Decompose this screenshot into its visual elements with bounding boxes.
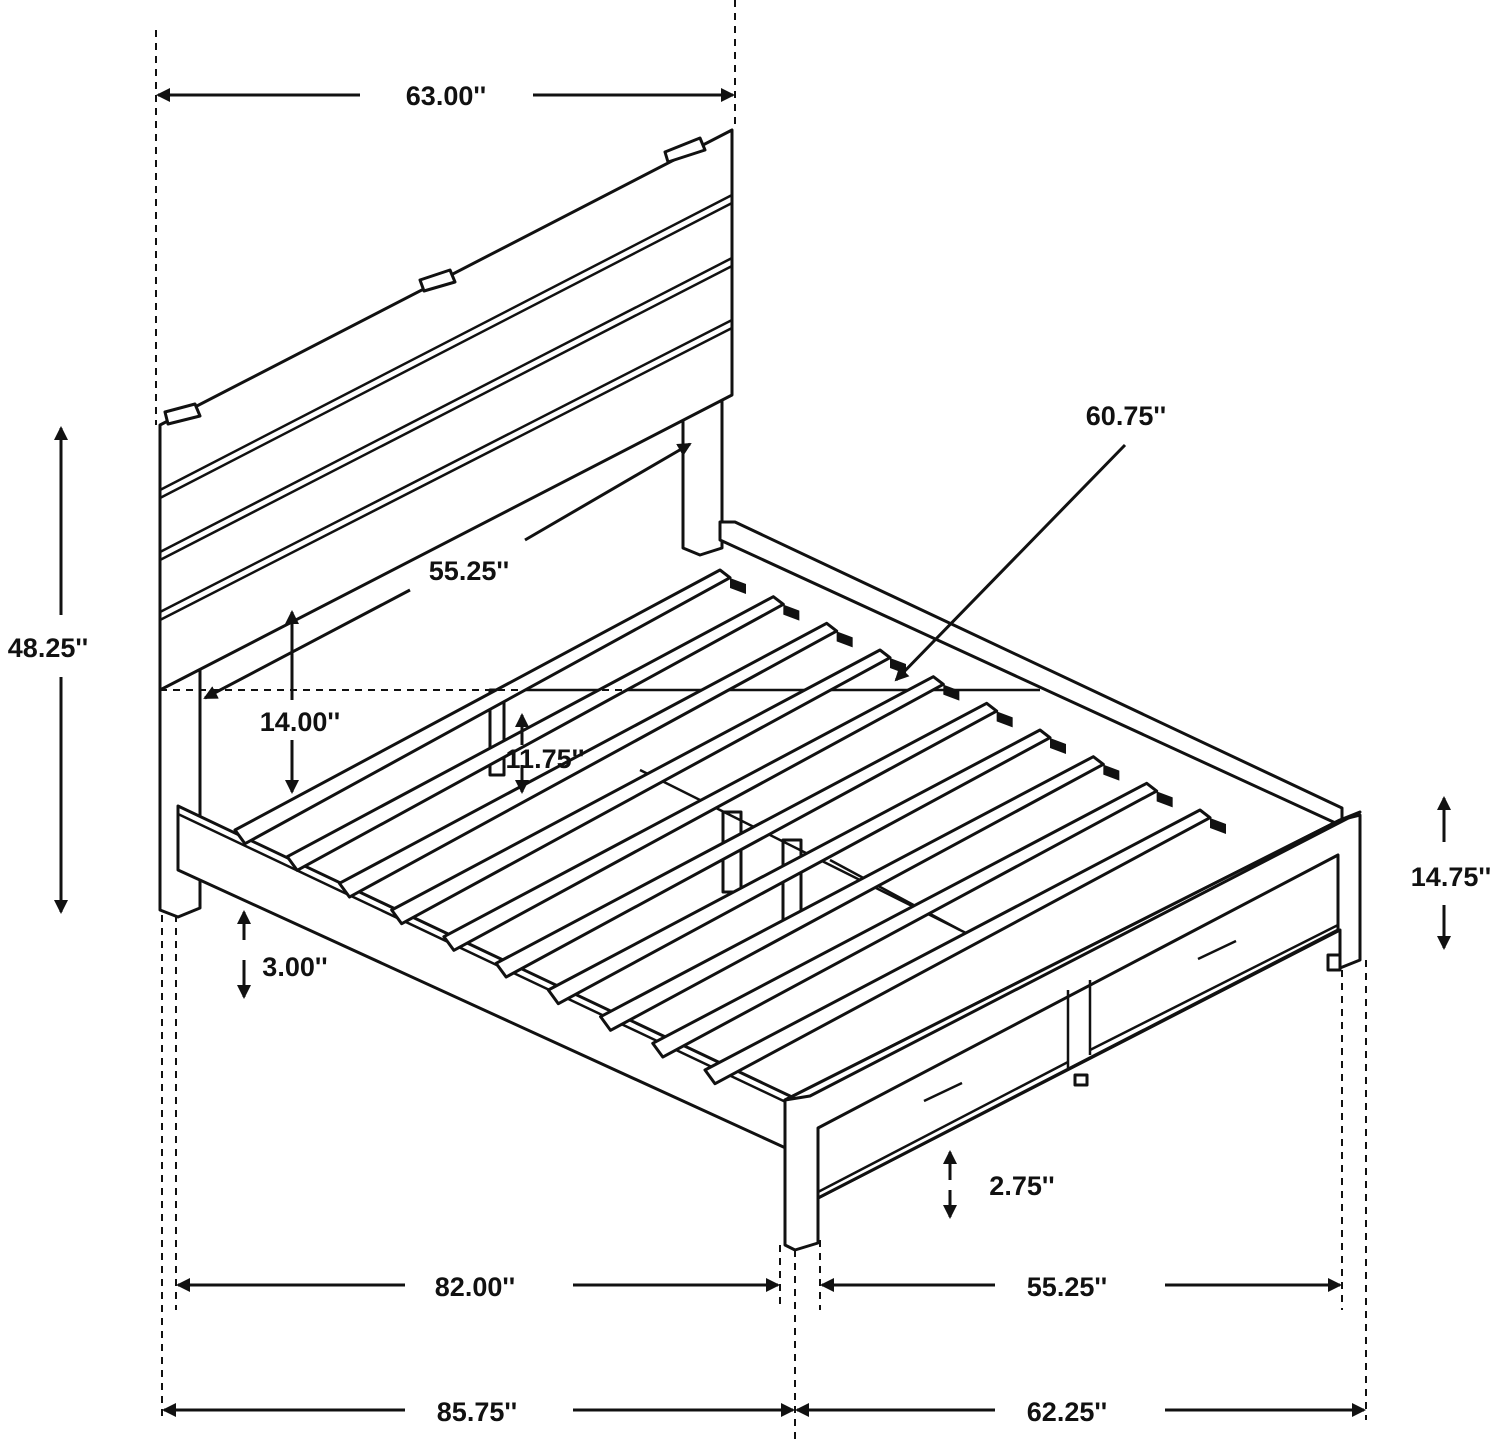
inner-width-arrow-lower — [203, 588, 411, 700]
overall-height-label: 48.25'' — [8, 633, 88, 663]
far-side-rail — [718, 520, 1344, 828]
slat-bracket — [1210, 818, 1226, 834]
overall-length-label: 85.75'' — [437, 1397, 517, 1427]
slat-bracket — [943, 684, 960, 701]
footboard — [783, 810, 1362, 1252]
inner-width-arrow-upper — [524, 442, 692, 542]
slat-bracket — [1050, 738, 1066, 754]
diagonal-inner-label: 60.75'' — [1086, 401, 1166, 431]
slat — [599, 755, 1105, 1032]
rail-to-slat-height-label: 11.75'' — [506, 744, 585, 774]
dimension-lines — [54, 88, 1451, 1417]
inner-length-label: 82.00'' — [435, 1272, 515, 1302]
slat-bracket — [836, 631, 853, 648]
slat — [285, 595, 785, 872]
slat — [546, 728, 1052, 1006]
slat — [442, 675, 945, 952]
slat-bracket — [783, 604, 800, 621]
footboard-height-label: 14.75'' — [1411, 862, 1491, 892]
overall-width-label: 62.25'' — [1027, 1397, 1107, 1427]
ground-clearance-label: 3.00'' — [262, 952, 327, 982]
dimension-labels: 63.00'' 48.25'' 55.25'' 60.75'' 14.00'' … — [8, 81, 1491, 1427]
slats — [233, 568, 1226, 1086]
bed-drawing — [158, 128, 1362, 1252]
slat — [703, 808, 1212, 1086]
headboard-inner-width-label: 55.25'' — [429, 556, 509, 586]
slat — [233, 568, 732, 846]
footboard-inner-width-label: 55.25'' — [1027, 1272, 1107, 1302]
slat — [390, 648, 892, 926]
headboard-width-label: 63.00'' — [406, 81, 486, 111]
headboard-clearance-label: 14.00'' — [260, 707, 340, 737]
diagonal-leader — [894, 443, 1127, 682]
headboard-panel — [158, 128, 734, 692]
slat — [651, 781, 1159, 1059]
slat — [337, 621, 839, 899]
slat-bracket — [1156, 791, 1173, 808]
headboard-legs — [158, 393, 724, 919]
slat-bracket — [730, 578, 746, 594]
slat-bracket — [1103, 764, 1120, 781]
drawer-clearance-label: 2.75'' — [989, 1171, 1054, 1201]
slat-bracket — [996, 711, 1013, 728]
slat — [494, 701, 999, 979]
